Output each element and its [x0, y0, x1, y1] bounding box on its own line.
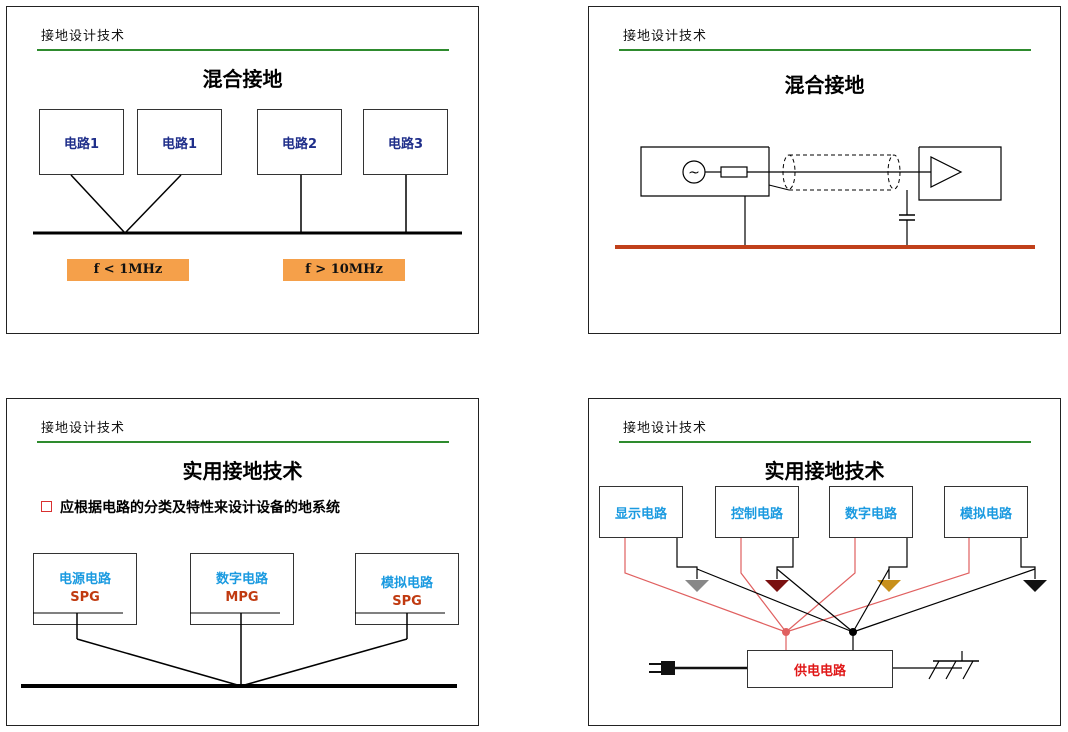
ground-darkred-icon: [765, 580, 789, 592]
slide-header: 接地设计技术: [623, 421, 708, 436]
circuit-box-1b: 电路1: [137, 109, 222, 175]
circuit-box-2: 电路2: [257, 109, 342, 175]
shielded-cable-diagram: ~: [615, 146, 1035, 249]
unit-name: 电源电路: [58, 572, 111, 587]
unit-name: 模拟电路: [380, 576, 433, 591]
power-circuit-box: 供电电路: [747, 650, 893, 688]
star-ground-diagram: [624, 538, 1047, 680]
circuit-analog: 模拟电路: [944, 486, 1028, 538]
freq-tag-high: f > 10MHz: [283, 259, 405, 281]
slide-practical-ground-1: 接地设计技术 实用接地技术 应根据电路的分类及特性来设计设备的地系统 电源电路 …: [6, 398, 479, 726]
slide-header: 接地设计技术: [623, 29, 708, 44]
ground-gray-icon: [685, 580, 709, 592]
header-rule: [619, 49, 1031, 51]
circuit-box-3: 电路3: [363, 109, 448, 175]
slide-title: 实用接地技术: [764, 459, 885, 483]
freq-tag-low: f < 1MHz: [67, 259, 189, 281]
header-rule: [37, 441, 449, 443]
slide-title: 混合接地: [202, 67, 283, 91]
ground-gold-icon: [877, 580, 901, 592]
unit-code: SPG: [392, 594, 422, 609]
circuit-display: 显示电路: [599, 486, 683, 538]
unit-code: SPG: [70, 590, 100, 605]
bullet-point: 应根据电路的分类及特性来设计设备的地系统: [41, 497, 340, 517]
svg-text:~: ~: [688, 165, 700, 181]
slide-practical-ground-2: 接地设计技术 实用接地技术 显示电路 控制电路 数字电路 模拟电路: [588, 398, 1061, 726]
resistor-icon: [720, 166, 748, 178]
amplifier-icon: [930, 156, 963, 188]
unit-code: MPG: [225, 590, 259, 605]
slide-header: 接地设计技术: [41, 29, 126, 44]
slide-mixed-ground-1: 接地设计技术 混合接地 电路1 电路1 电路2 电路3 f < 1MHz f >…: [6, 6, 479, 334]
checkbox-bullet-icon: [41, 500, 52, 512]
black-node-dot: [849, 628, 857, 636]
slide-title: 混合接地: [784, 73, 865, 97]
slide-title: 实用接地技术: [182, 459, 303, 483]
circuit-digital: 数字电路: [829, 486, 913, 538]
unit-name: 数字电路: [215, 572, 268, 587]
wiring-diagram: [33, 174, 462, 235]
circuit-box-1a: 电路1: [39, 109, 124, 175]
ground-black-icon: [1023, 580, 1047, 592]
slide-header: 接地设计技术: [41, 421, 126, 436]
ground-wiring: [21, 612, 457, 688]
red-node-dot: [782, 628, 790, 636]
slide-mixed-ground-2: 接地设计技术 混合接地 ~: [588, 6, 1061, 334]
header-rule: [37, 49, 449, 51]
plug-icon: [661, 661, 675, 675]
circuit-control: 控制电路: [715, 486, 799, 538]
header-rule: [619, 441, 1031, 443]
